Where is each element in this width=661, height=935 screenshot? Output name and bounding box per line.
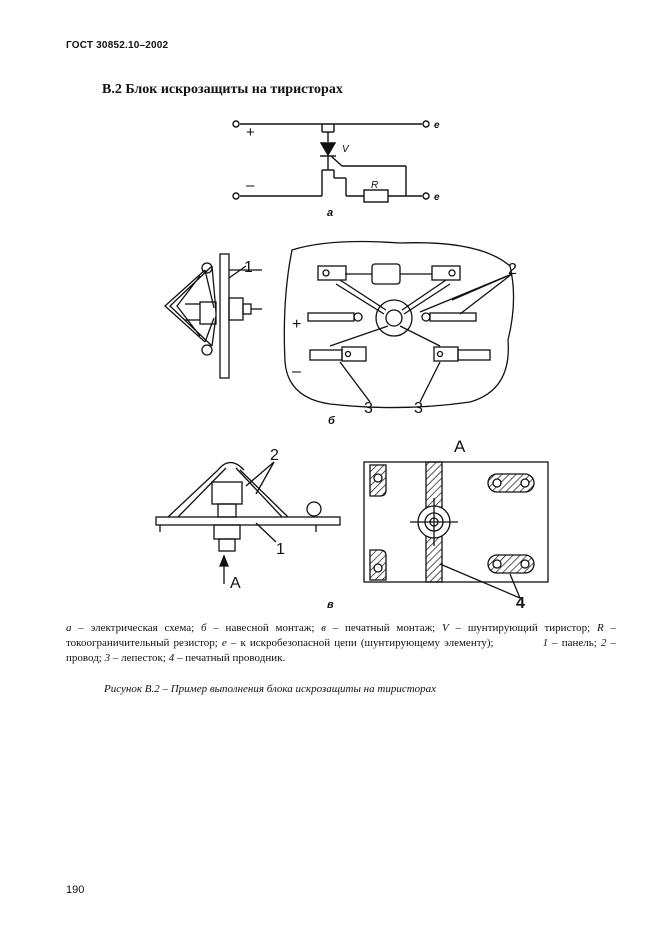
callout-2-c: 2 <box>270 447 279 464</box>
sub-label-b: б <box>328 415 336 427</box>
terminal-label-top: е <box>434 120 440 131</box>
terminal-label-bottom: е <box>434 192 440 203</box>
thyristor-label: V <box>342 144 350 155</box>
minus-label: – <box>246 177 255 194</box>
figure-caption: Рисунок В.2 – Пример выполнения блока ис… <box>104 683 437 695</box>
document-header: ГОСТ 30852.10–2002 <box>66 40 169 51</box>
plus-label-b: + <box>292 316 301 333</box>
view-a-title: А <box>454 437 466 456</box>
callout-3-b-left: 3 <box>364 400 373 417</box>
sub-label-c: в <box>327 599 334 611</box>
page-number: 190 <box>66 884 85 896</box>
callout-1-b: 1 <box>244 259 253 276</box>
callout-2-b: 2 <box>508 261 517 278</box>
callout-4-c: 4 <box>516 595 525 612</box>
figure-legend: а – электрическая схема; б – навесной мо… <box>66 622 617 664</box>
plus-label: + <box>246 124 255 141</box>
section-title: В.2 Блок искрозащиты на тиристорах <box>102 82 343 97</box>
resistor-label: R <box>371 180 378 191</box>
minus-label-b: – <box>292 363 301 380</box>
sub-label-a: а <box>327 207 333 219</box>
callout-3-b-right: 3 <box>414 400 423 417</box>
callout-1-c: 1 <box>276 541 285 558</box>
arrow-a-label: А <box>230 575 241 592</box>
